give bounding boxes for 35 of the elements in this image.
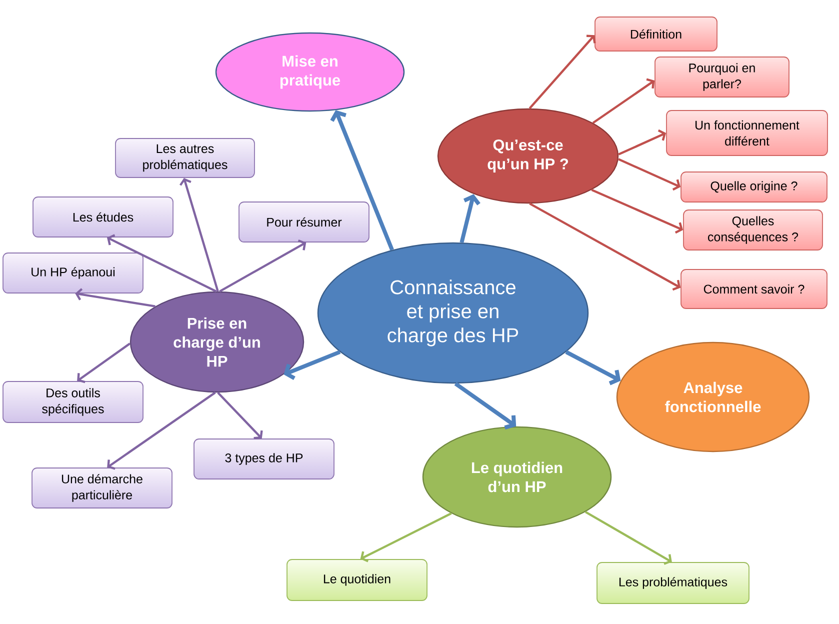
arrow bbox=[217, 392, 263, 440]
arrow bbox=[618, 158, 681, 191]
subtopic-box: Quelle origine ? bbox=[680, 172, 828, 202]
arrow bbox=[584, 510, 672, 565]
subtopic-box: Une démarche particulière bbox=[32, 468, 172, 508]
subtopic-box: Des outils spécifiques bbox=[2, 381, 144, 423]
subtopic-box: Comment savoir ? bbox=[680, 269, 828, 309]
arrow bbox=[565, 350, 621, 386]
subtopic-box: Le quotidien bbox=[286, 559, 428, 601]
subtopic-box: Un fonctionnement différent bbox=[666, 110, 828, 156]
subtopic-box: Les autres problématiques bbox=[115, 138, 255, 178]
subtopic-box: Pourquoi en parler? bbox=[654, 56, 790, 98]
subtopic-box: 3 types de HP bbox=[194, 438, 334, 480]
subtopic-box: Les études bbox=[32, 196, 174, 238]
arrow bbox=[454, 382, 516, 430]
subtopic-box: Définition bbox=[594, 16, 718, 52]
arrow bbox=[107, 392, 216, 470]
subtopic-box: Quelles conséquences ? bbox=[683, 210, 823, 250]
arrow bbox=[528, 34, 596, 110]
arrow bbox=[592, 78, 655, 124]
arrow bbox=[591, 188, 684, 234]
arrow bbox=[360, 512, 452, 562]
arrow bbox=[460, 194, 480, 244]
arrow bbox=[284, 350, 341, 380]
arrow bbox=[179, 178, 219, 292]
subtopic-box: Pour résumer bbox=[238, 202, 370, 242]
arrow bbox=[529, 202, 681, 291]
arrow bbox=[106, 234, 217, 292]
subtopic-box: Les problématiques bbox=[596, 562, 750, 604]
arrow bbox=[75, 288, 156, 308]
arrow bbox=[330, 110, 394, 251]
arrow bbox=[77, 342, 131, 384]
arrow bbox=[618, 129, 666, 156]
arrow bbox=[219, 240, 306, 292]
subtopic-box: Un HP épanoui bbox=[2, 252, 144, 294]
